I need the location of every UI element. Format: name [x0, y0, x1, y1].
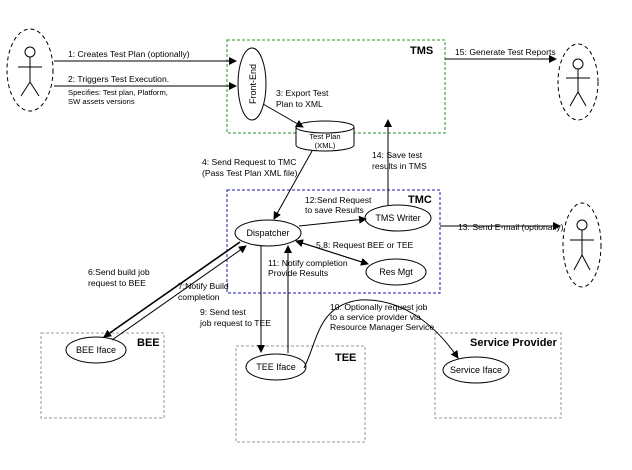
- tee-box: [235, 345, 366, 443]
- arrow-10: [303, 299, 459, 369]
- step-6-label-1: 6:Send build job: [88, 267, 150, 277]
- step-7-label-1: 7:Notify Build: [178, 281, 229, 291]
- step-10-label-2: to a service provider via: [330, 312, 421, 322]
- front-end-node: Front-End: [237, 47, 267, 121]
- test-plan-label-1: Test Plan: [309, 132, 340, 141]
- res-mgt-label: Res Mgt: [379, 267, 413, 277]
- step-11-label-2: Provide Results: [268, 268, 328, 278]
- test-plan-label-2: (XML): [315, 141, 336, 150]
- dispatcher-label: Dispatcher: [246, 228, 289, 238]
- tms-writer-label: TMS Writer: [375, 213, 420, 223]
- step-9-label-1: 9: Send test: [200, 307, 246, 317]
- step-13-label: 13: Send E-mail (optionally): [458, 222, 564, 232]
- step-12-label-1: 12:Send Request: [305, 195, 372, 205]
- dispatcher-node: Dispatcher: [234, 219, 302, 247]
- bee-iface-node: BEE Iface: [65, 336, 127, 364]
- tms-writer-node: TMS Writer: [364, 204, 432, 232]
- bee-title: BEE: [137, 337, 160, 349]
- step-9-label-2: job request to TEE: [199, 318, 271, 328]
- step-2-detail-1: Specifies: Test plan, Platform,: [68, 88, 168, 97]
- step-4-label-1: 4: Send Request to TMC: [202, 157, 296, 167]
- step-4-label-2: (Pass Test Plan XML file): [202, 168, 298, 178]
- service-provider-box: [434, 332, 562, 419]
- arrow-4: [273, 150, 313, 220]
- tee-iface-label: TEE Iface: [256, 362, 296, 372]
- step-1-label: 1: Creates Test Plan (optionally): [68, 49, 190, 59]
- step-10-label-1: 10: Optionally request job: [330, 302, 428, 312]
- arrow-3: [262, 103, 304, 128]
- front-end-label: Front-End: [248, 64, 258, 104]
- actor-right-top: [557, 43, 599, 121]
- service-provider-title: Service Provider: [470, 337, 558, 349]
- step-15-label: 15: Generate Test Reports: [455, 47, 556, 57]
- arrow-6: [103, 241, 241, 338]
- actor-left: [6, 28, 54, 112]
- step-3-label-1: 3: Export Test: [276, 88, 329, 98]
- tms-title: TMS: [410, 45, 433, 57]
- step-11-label-1: 11: Notify completion: [268, 258, 348, 268]
- step-14-label-2: results in TMS: [372, 161, 427, 171]
- service-iface-node: Service Iface: [442, 356, 510, 384]
- arrow-12: [298, 215, 367, 227]
- step-2-label: 2: Triggers Test Execution.: [68, 74, 169, 84]
- test-plan-xml-node: Test Plan (XML): [295, 120, 355, 152]
- arrow-7: [111, 245, 247, 341]
- res-mgt-node: Res Mgt: [365, 258, 427, 286]
- arrow-58b: [295, 239, 369, 265]
- step-2-detail-2: SW assets versions: [68, 97, 135, 106]
- step-12-label-2: to save Results: [305, 205, 364, 215]
- bee-box: [40, 332, 165, 419]
- step-7-label-2: completion: [178, 292, 220, 302]
- tee-iface-node: TEE Iface: [245, 353, 307, 381]
- step-14-label-1: 14: Save test: [372, 150, 423, 160]
- bee-iface-label: BEE Iface: [76, 345, 116, 355]
- step-6-label-2: request to BEE: [88, 278, 146, 288]
- step-58-label: 5,8: Request BEE or TEE: [316, 240, 414, 250]
- tmc-title: TMC: [408, 194, 432, 206]
- tee-title: TEE: [335, 352, 356, 364]
- step-10-label-3: Resource Manager Service: [330, 322, 434, 332]
- tmc-box: [226, 189, 441, 294]
- actor-right-bottom: [562, 202, 602, 288]
- service-iface-label: Service Iface: [450, 365, 502, 375]
- step-3-label-2: Plan to XML: [276, 99, 323, 109]
